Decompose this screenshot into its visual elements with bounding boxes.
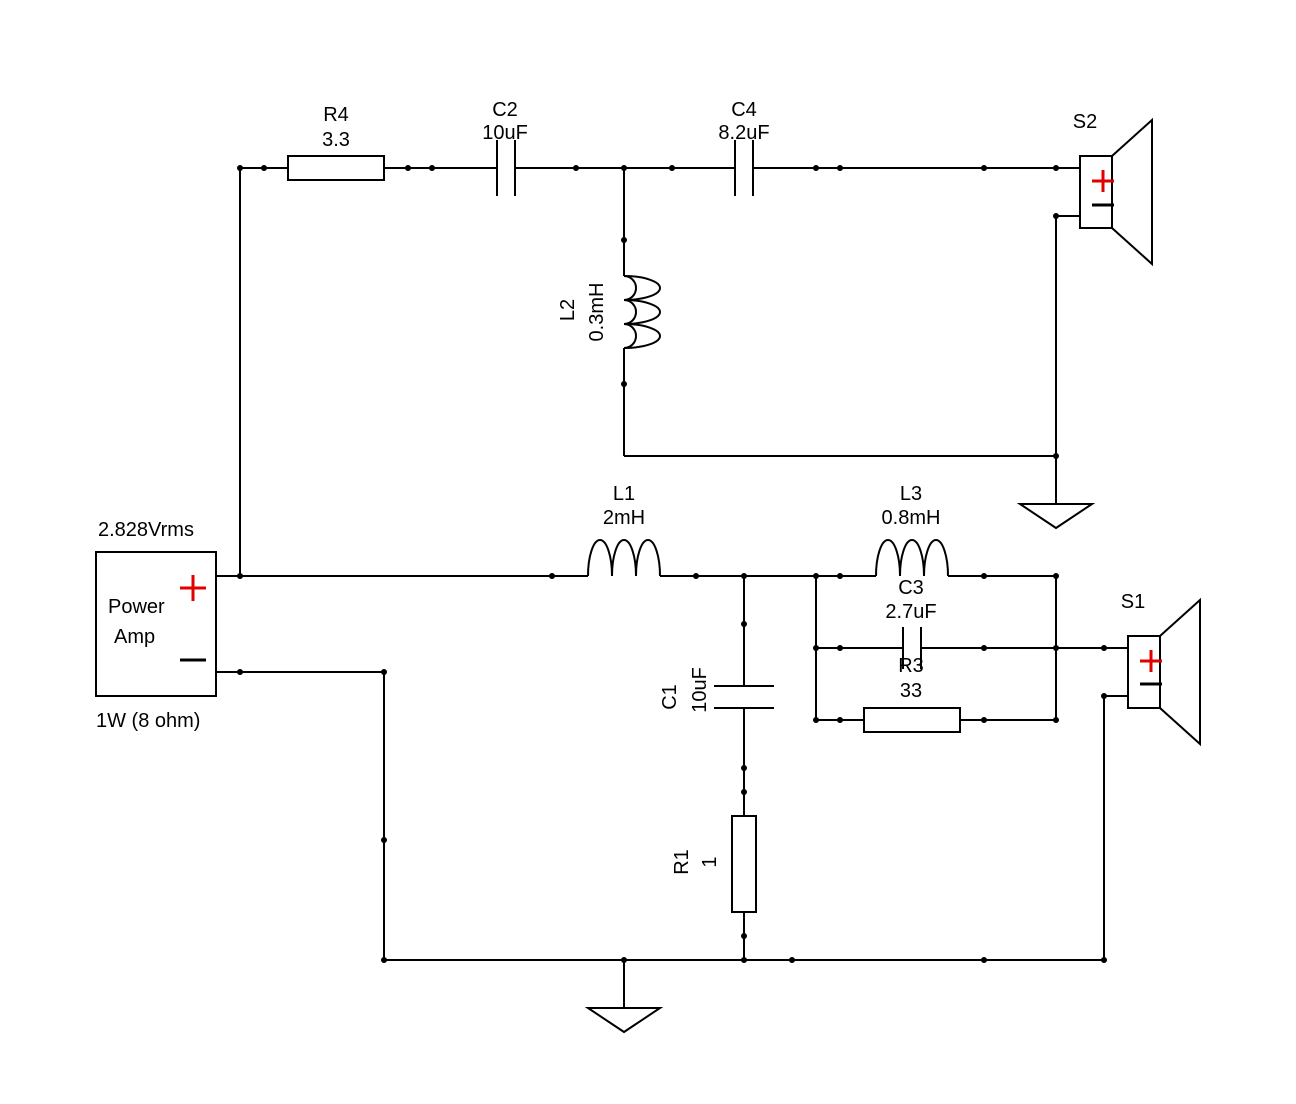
l1-value: 2mH — [603, 507, 645, 529]
resistor-r1: R1 1 — [671, 815, 757, 913]
capacitor-c1: C1 10uF — [659, 667, 774, 713]
l3-ref: L3 — [900, 483, 922, 505]
amp-name-line1: Power — [108, 596, 165, 618]
resistor-r3-body — [863, 707, 961, 733]
c1-ref: C1 — [659, 684, 681, 710]
power-amp: Power Amp 2.828Vrms 1W (8 ohm) — [95, 519, 217, 732]
r4-ref: R4 — [323, 104, 349, 126]
r4-value: 3.3 — [322, 129, 350, 151]
c3-value: 2.7uF — [885, 601, 936, 623]
c2-value: 10uF — [482, 122, 528, 144]
speaker-s1-cone — [1159, 597, 1201, 747]
capacitor-c3: C3 2.7uF — [885, 577, 937, 669]
s2-ref: S2 — [1073, 111, 1097, 133]
resistor-r4: R4 3.3 — [287, 104, 385, 181]
l2-ref: L2 — [557, 299, 579, 321]
wires — [216, 167, 1128, 1008]
inductor-l2: L2 0.3mH — [557, 275, 661, 349]
r3-ref: R3 — [898, 655, 924, 677]
c4-ref: C4 — [731, 99, 757, 121]
ground-icon-top — [1016, 503, 1096, 530]
capacitor-c4: C4 8.2uF — [718, 99, 770, 196]
c2-ref: C2 — [492, 99, 518, 121]
amp-rating-label: 1W (8 ohm) — [96, 710, 200, 732]
resistor-r3: R3 33 — [863, 655, 961, 733]
speaker-s1: S1 — [1121, 591, 1201, 747]
s1-ref: S1 — [1121, 591, 1145, 613]
speaker-s2-cone — [1111, 117, 1153, 267]
speaker-s2-magnet — [1079, 155, 1113, 229]
junction-dots — [237, 165, 1107, 963]
amp-voltage-label: 2.828Vrms — [98, 519, 194, 541]
power-amp-body — [95, 551, 217, 697]
l3-value: 0.8mH — [882, 507, 941, 529]
capacitor-c2: C2 10uF — [482, 99, 528, 196]
amp-name-line2: Amp — [114, 626, 155, 648]
r1-value: 1 — [699, 856, 721, 867]
r1-ref: R1 — [671, 849, 693, 875]
inductor-l3: L3 0.8mH — [875, 483, 949, 577]
inductor-l1: L1 2mH — [587, 483, 661, 577]
resistor-r4-body — [287, 155, 385, 181]
c3-ref: C3 — [898, 577, 924, 599]
speaker-s2: S2 — [1073, 111, 1153, 267]
l1-ref: L1 — [613, 483, 635, 505]
speaker-s1-magnet — [1127, 635, 1161, 709]
r3-value: 33 — [900, 680, 922, 702]
l2-value: 0.3mH — [586, 283, 608, 342]
ground-icon-bottom — [584, 1007, 664, 1034]
c1-value: 10uF — [689, 667, 711, 713]
c4-value: 8.2uF — [718, 122, 769, 144]
resistor-r1-body — [731, 815, 757, 913]
